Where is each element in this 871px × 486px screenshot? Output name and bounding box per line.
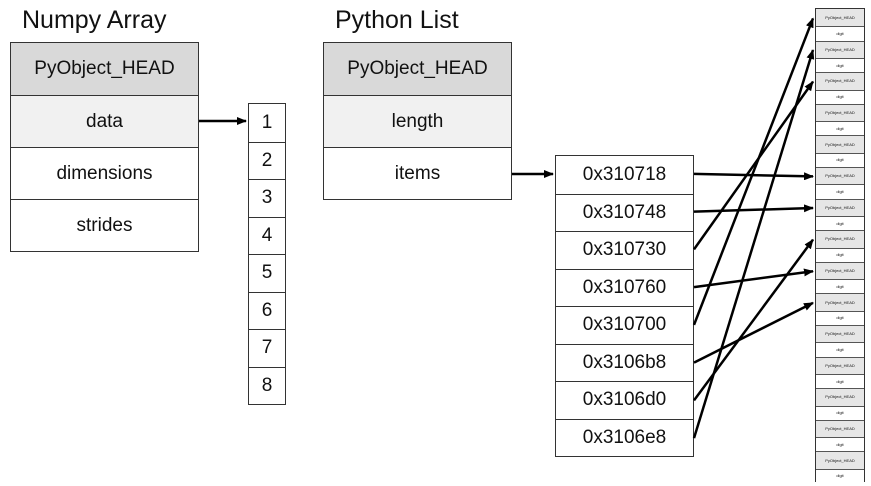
pointer-arrow <box>693 204 814 213</box>
memory-object-header: PyObject_HEAD <box>816 388 864 406</box>
pointer-address: 0x310760 <box>556 268 693 306</box>
pointer-arrow <box>692 17 815 326</box>
memory-object-value: digit <box>816 279 864 294</box>
pointer-address: 0x310730 <box>556 231 693 269</box>
memory-object-header: PyObject_HEAD <box>816 167 864 185</box>
memory-object-value: digit <box>816 342 864 357</box>
memory-object-header: PyObject_HEAD <box>816 325 864 343</box>
buffer-value: 1 <box>249 104 285 142</box>
buffer-value: 4 <box>249 216 285 254</box>
python-list-title: Python List <box>335 6 459 34</box>
pointer-address: 0x310748 <box>556 193 693 231</box>
memory-object-value: digit <box>816 310 864 325</box>
numpy-field-dimensions: dimensions <box>11 147 198 199</box>
buffer-value: 5 <box>249 254 285 292</box>
memory-object-value: digit <box>816 184 864 199</box>
memory-object-value: digit <box>816 26 864 41</box>
python-list-struct: PyObject_HEAD length items <box>323 42 512 200</box>
memory-object-value: digit <box>816 215 864 231</box>
memory-object-header: PyObject_HEAD <box>816 72 864 90</box>
memory-object-value: digit <box>816 247 864 262</box>
pointer-arrow <box>692 80 815 251</box>
memory-object-value: digit <box>816 121 864 136</box>
list-field-pyobject-head: PyObject_HEAD <box>324 43 511 95</box>
memory-object-header: PyObject_HEAD <box>816 135 864 153</box>
memory-object-header: PyObject_HEAD <box>816 230 864 248</box>
memory-object-header: PyObject_HEAD <box>816 261 864 280</box>
buffer-value: 6 <box>249 291 285 329</box>
memory-object-value: digit <box>816 468 864 483</box>
numpy-field-strides: strides <box>11 199 198 251</box>
buffer-value: 3 <box>249 179 285 217</box>
pointer-address: 0x3106e8 <box>556 418 693 456</box>
pointer-arrow <box>693 172 814 181</box>
list-field-items: items <box>324 147 511 199</box>
memory-object-header: PyObject_HEAD <box>816 40 864 58</box>
memory-object-header: PyObject_HEAD <box>816 198 864 216</box>
numpy-field-data: data <box>11 95 198 147</box>
pointer-address: 0x310718 <box>556 156 693 194</box>
buffer-value: 8 <box>249 366 285 404</box>
memory-object-value: digit <box>816 405 864 420</box>
pointer-arrow <box>693 268 814 289</box>
memory-object-header: PyObject_HEAD <box>816 9 864 27</box>
numpy-array-title: Numpy Array <box>22 6 167 34</box>
buffer-value: 2 <box>249 141 285 179</box>
pointer-array: 0x310718 0x310748 0x310730 0x310760 0x31… <box>555 155 694 457</box>
data-buffer: 1 2 3 4 5 6 7 8 <box>248 103 286 405</box>
memory-object-value: digit <box>816 373 864 389</box>
pointer-address: 0x3106b8 <box>556 343 693 381</box>
memory-object-value: digit <box>816 57 864 73</box>
memory-object-header: PyObject_HEAD <box>816 451 864 469</box>
pointer-address: 0x3106d0 <box>556 381 693 419</box>
list-field-length: length <box>324 95 511 147</box>
memory-object-value: digit <box>816 152 864 167</box>
memory-object-header: PyObject_HEAD <box>816 419 864 438</box>
memory-object-header: PyObject_HEAD <box>816 293 864 311</box>
buffer-value: 7 <box>249 329 285 367</box>
pointer-arrow <box>692 49 815 439</box>
numpy-array-struct: PyObject_HEAD data dimensions strides <box>10 42 199 252</box>
memory-object-header: PyObject_HEAD <box>816 356 864 374</box>
pointer-address: 0x310700 <box>556 306 693 344</box>
memory-object-value: digit <box>816 437 864 452</box>
memory-object-header: PyObject_HEAD <box>816 103 864 122</box>
memory-object-value: digit <box>816 89 864 104</box>
numpy-field-pyobject-head: PyObject_HEAD <box>11 43 198 95</box>
pointer-arrow <box>693 301 814 364</box>
